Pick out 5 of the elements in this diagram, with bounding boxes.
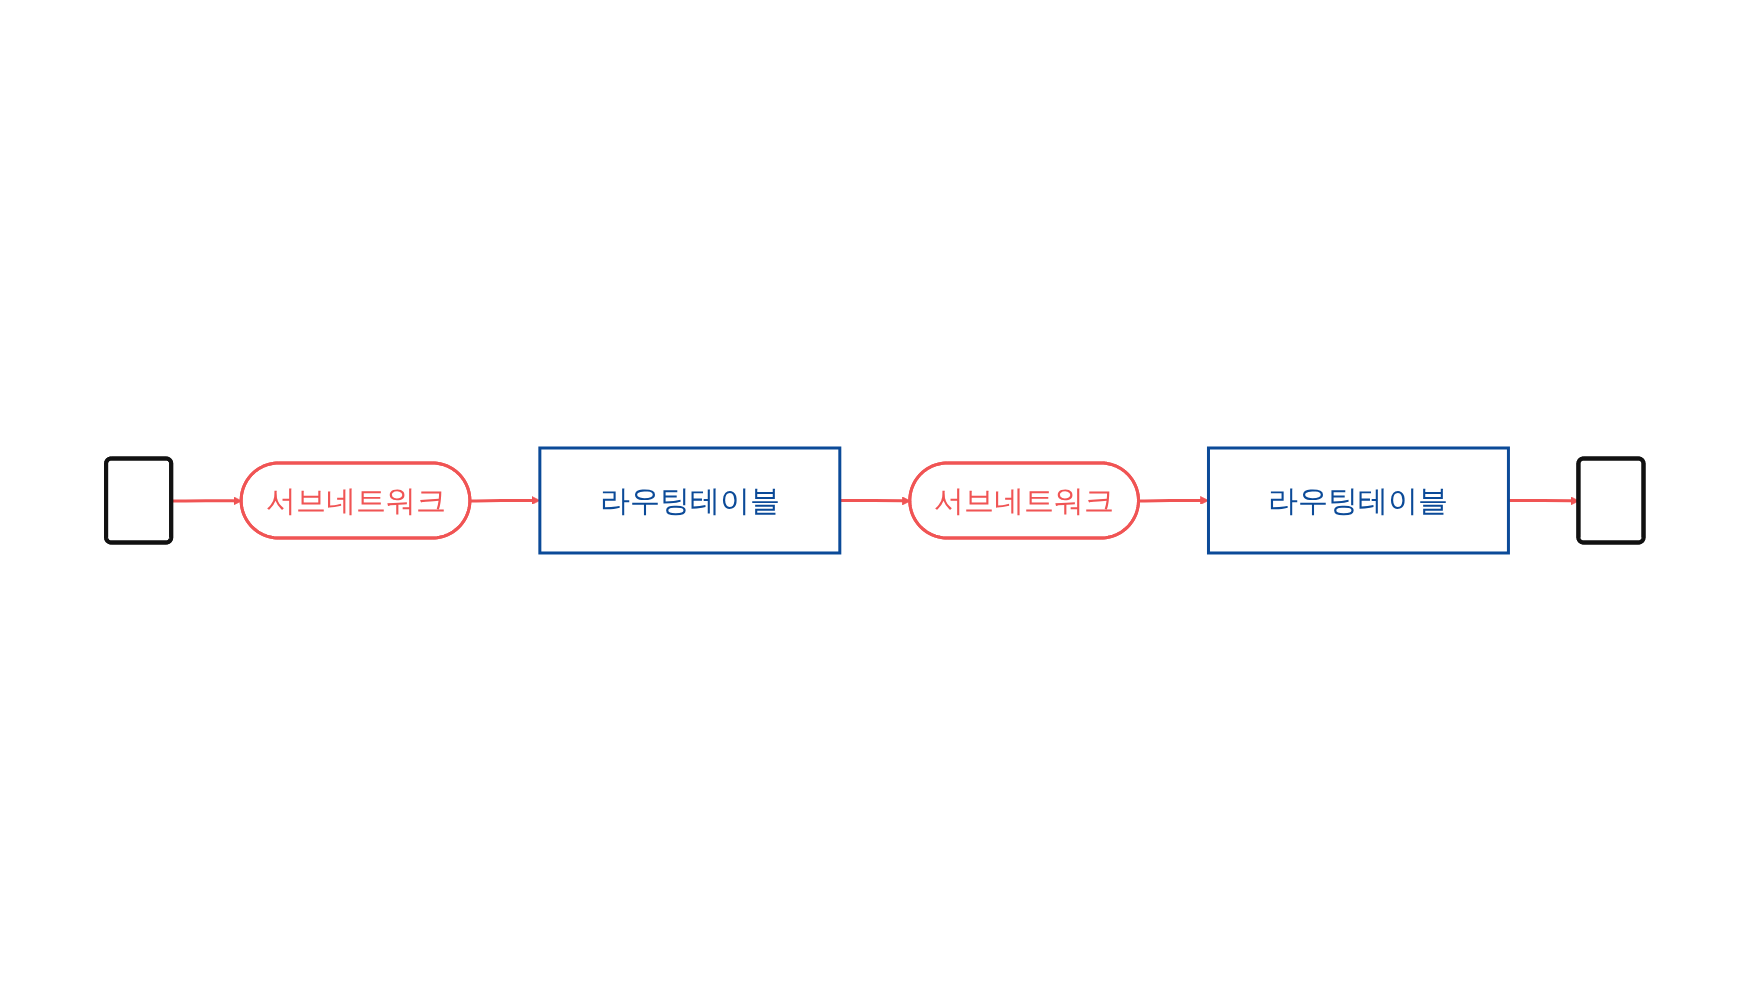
node-box: 라우팅테이블 xyxy=(1206,446,1510,554)
arrow xyxy=(171,496,242,505)
arrow xyxy=(470,495,540,505)
node-box: 라우팅테이블 xyxy=(538,446,841,554)
arrow xyxy=(1138,495,1209,505)
